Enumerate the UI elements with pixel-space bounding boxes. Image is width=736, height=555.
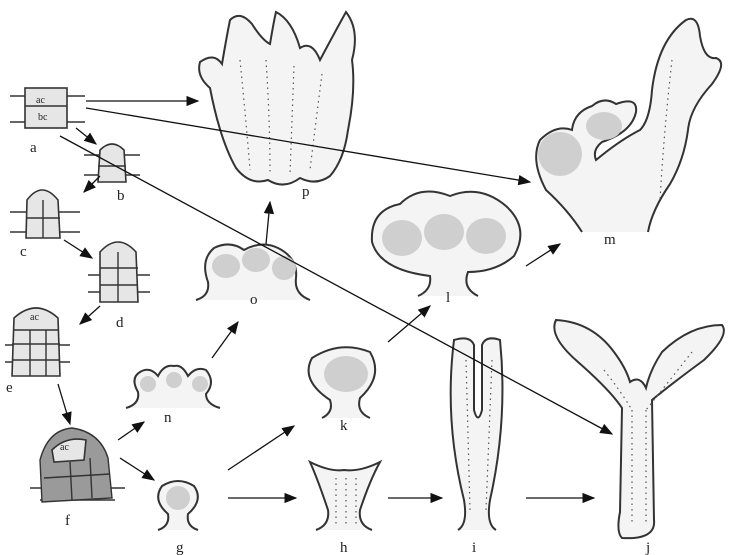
stage-h: h	[310, 462, 380, 555]
stage-f: ac f	[30, 428, 125, 529]
stage-m: m	[536, 19, 721, 248]
label-f: f	[65, 513, 70, 529]
stage-o: o	[196, 244, 310, 308]
label-n: n	[164, 410, 172, 426]
stage-k: k	[309, 347, 376, 434]
label-e: e	[6, 380, 13, 396]
label-i: i	[472, 540, 476, 555]
f-ac-label: ac	[60, 442, 69, 453]
arrow-a-b	[76, 128, 96, 144]
stage-j: j	[554, 320, 724, 555]
arrow-o-p	[266, 202, 270, 244]
stage-d: d	[88, 242, 150, 331]
stage-l: l	[372, 192, 521, 307]
label-o: o	[250, 292, 258, 308]
arrow-l-m	[526, 244, 560, 266]
label-p: p	[302, 184, 310, 200]
stage-a: ac bc a	[10, 88, 85, 156]
arrow-c-d	[64, 240, 92, 258]
arrow-k-l	[388, 306, 430, 342]
label-d: d	[116, 315, 124, 331]
label-b: b	[117, 188, 125, 204]
stage-c: c	[10, 190, 80, 260]
label-g: g	[176, 540, 184, 555]
label-l: l	[446, 290, 450, 306]
stage-g: g	[158, 481, 198, 555]
label-h: h	[340, 540, 348, 555]
label-c: c	[20, 244, 27, 260]
arrow-f-n	[118, 422, 144, 440]
a-ac-label: ac	[36, 95, 45, 106]
arrow-n-o	[212, 322, 238, 358]
e-ac-label: ac	[30, 312, 39, 323]
arrow-f-g	[120, 458, 154, 480]
label-j: j	[645, 540, 650, 555]
arrow-b-c	[84, 176, 100, 192]
arrow-g-k	[228, 426, 294, 470]
label-k: k	[340, 418, 348, 434]
a-bc-label: bc	[38, 112, 48, 123]
stage-p: p	[199, 12, 355, 200]
label-a: a	[30, 140, 37, 156]
stage-e: ac e	[5, 308, 70, 396]
label-m: m	[604, 232, 616, 248]
arrow-e-f	[58, 384, 70, 424]
arrow-d-e	[80, 306, 100, 324]
stage-n: n	[126, 366, 220, 426]
